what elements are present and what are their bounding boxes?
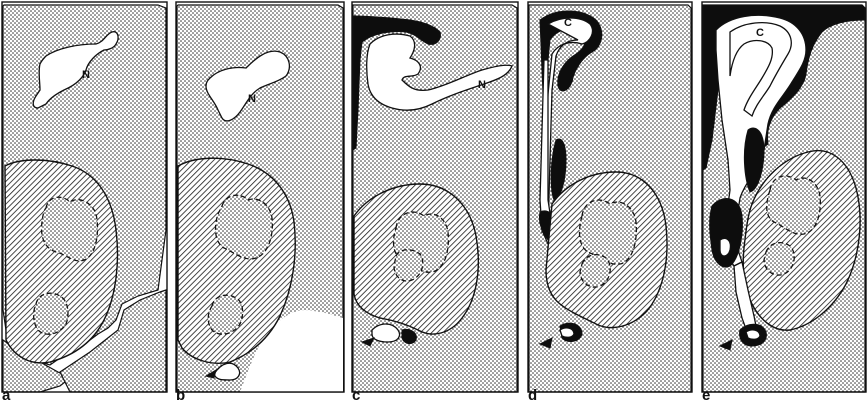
panel-c: N c [352, 2, 518, 401]
region-label-n-b: N [248, 93, 256, 105]
region-label-n-a: N [82, 69, 90, 81]
panel-letter-d: d [528, 387, 537, 401]
panel-b: N b [176, 2, 344, 401]
region-label-c-d: C [564, 17, 572, 29]
panel-e: C e [702, 2, 866, 401]
region-label-n-c: N [478, 79, 486, 91]
panel-d: C d [528, 2, 692, 401]
panel-letter-b: b [176, 387, 185, 401]
panel-letter-c: c [352, 387, 360, 401]
panel-a: N a [2, 2, 167, 401]
panel-letter-e: e [702, 387, 710, 401]
panel-letter-a: a [2, 387, 11, 401]
region-label-c-e: C [756, 27, 764, 39]
